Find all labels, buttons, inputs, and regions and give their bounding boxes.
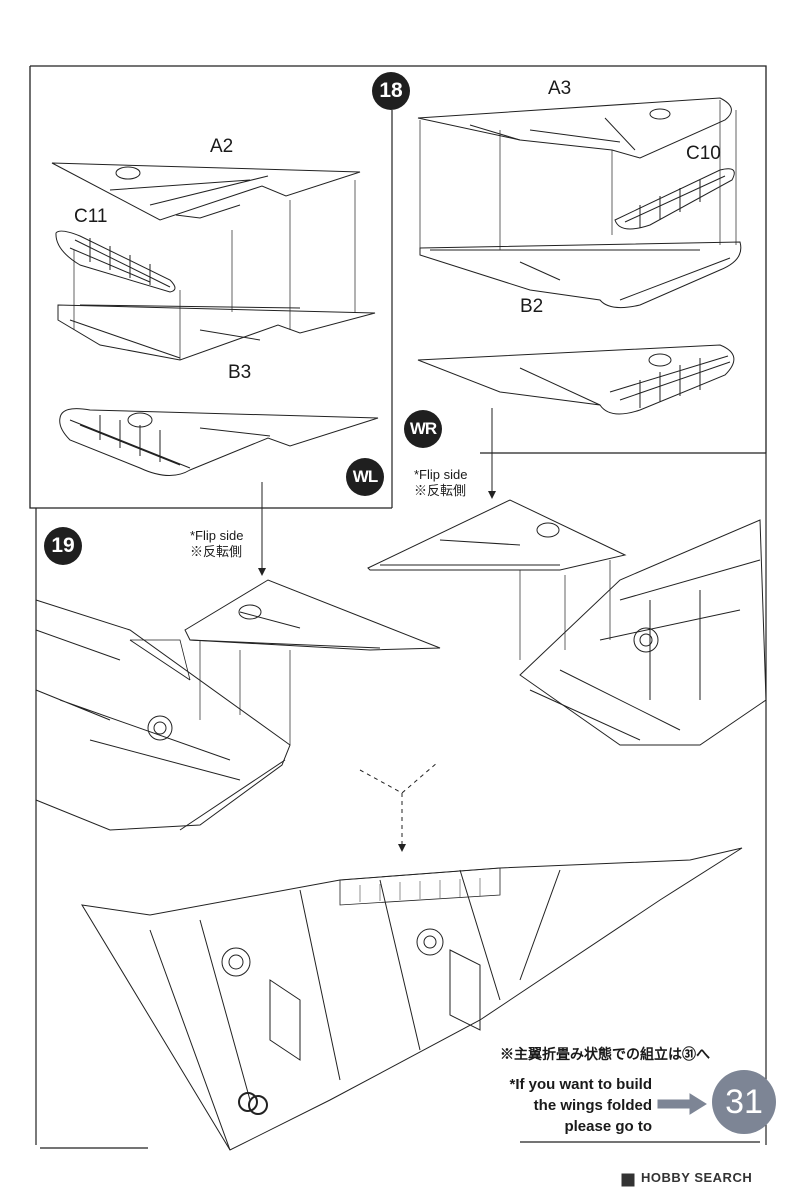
- flip-note-left: *Flip side ※反転側: [190, 528, 243, 560]
- step18-frame: [30, 65, 767, 453]
- wing-a2: [51, 162, 361, 221]
- step-19-badge: 19: [44, 527, 82, 565]
- flip-note-right-jp: ※反転側: [414, 483, 467, 498]
- right-arrow-icon: [657, 1093, 707, 1115]
- hobby-search-watermark: HOBBY SEARCH: [641, 1170, 753, 1185]
- part-label-c11: C11: [74, 206, 108, 227]
- final-assembly: [81, 847, 743, 1151]
- flip-note-right-en: *Flip side: [414, 467, 468, 482]
- hobby-search-logo: [621, 1173, 635, 1187]
- part-c10: [614, 168, 735, 230]
- wr-label: WR: [409, 419, 437, 438]
- wing-piece-right: [367, 499, 627, 571]
- wing-b3: [57, 304, 376, 361]
- part-label-a2: A2: [210, 136, 234, 157]
- step-18-badge: 18: [372, 72, 410, 110]
- wing-b2: [419, 241, 742, 309]
- assembled-wing-left: [59, 408, 379, 476]
- goto-step-number: 31: [725, 1082, 763, 1121]
- wing-piece-left: [184, 579, 441, 651]
- part-c11: [55, 230, 176, 293]
- wr-badge: WR: [404, 410, 442, 448]
- wing-a3: [417, 97, 732, 159]
- assembled-wing-right: [417, 344, 735, 415]
- flip-note-left-en: *Flip side: [190, 528, 244, 543]
- step-18-number: 18: [379, 79, 403, 102]
- folded-wings-note-en: *If you want to build the wings folded p…: [470, 1074, 653, 1137]
- part-label-b3: B3: [228, 362, 252, 383]
- part-label-b2: B2: [520, 296, 544, 317]
- note-line-1: *If you want to build: [509, 1076, 653, 1093]
- goto-step-31-badge[interactable]: 31: [712, 1070, 776, 1134]
- flip-note-left-jp: ※反転側: [190, 544, 243, 559]
- step-19-number: 19: [51, 534, 75, 557]
- note-line-2: the wings folded: [533, 1097, 652, 1114]
- part-label-a3: A3: [548, 78, 572, 99]
- folded-wings-note-jp: ※主翼折畳み状態での組立は㉛へ: [500, 1046, 710, 1062]
- wl-label: WL: [352, 467, 378, 486]
- wl-badge: WL: [346, 458, 384, 496]
- note-line-3: please go to: [564, 1118, 652, 1135]
- part-label-c10: C10: [686, 143, 721, 164]
- flip-note-right: *Flip side ※反転側: [414, 467, 467, 499]
- fuselage-right: [519, 519, 767, 746]
- fuselage-left: [35, 599, 291, 831]
